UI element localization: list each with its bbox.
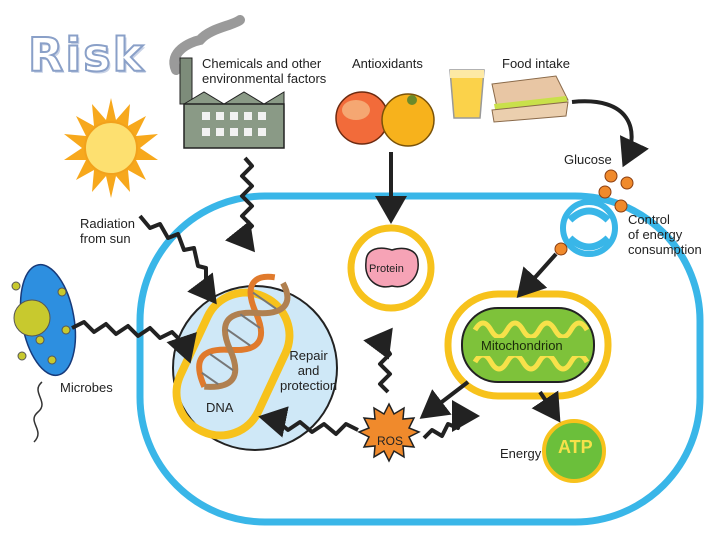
label-dna: DNA: [206, 400, 234, 415]
label-repair: Repair and protection: [280, 348, 338, 393]
label-radiation: Radiation from sun: [80, 216, 135, 246]
label-protein: Protein: [369, 263, 404, 275]
label-control: Control of energy consumption: [628, 212, 702, 257]
arrow-chemicals-to-nucleus: [225, 156, 255, 253]
label-atp: ATP: [558, 437, 593, 457]
arrow-ros-to-protein: [363, 327, 393, 394]
label-ros: ROS: [377, 434, 404, 448]
label-energy: Energy: [500, 446, 542, 461]
page-title: Risk: [27, 27, 146, 83]
factory-icon: [169, 15, 285, 149]
dna-helix-icon: [196, 273, 291, 390]
arrow-food-to-glucose: [571, 99, 649, 168]
atp-circle: [542, 419, 606, 483]
label-antioxidants: Antioxidants: [352, 56, 423, 71]
protein-vesicle: [347, 224, 435, 312]
arrow-radiation-to-nucleus: [138, 214, 217, 305]
label-microbes: Microbes: [60, 380, 113, 395]
sun-icon: [64, 98, 158, 198]
cell-membrane: [136, 192, 704, 526]
glucose-molecules: [554, 169, 634, 256]
fruit-icon: [335, 91, 435, 147]
label-food-intake: Food intake: [502, 56, 570, 71]
label-mitochondrion: Mitochondrion: [481, 338, 563, 353]
food-icon: [449, 69, 569, 123]
label-glucose: Glucose: [564, 152, 612, 167]
arrow-ros-to-nucleus: [258, 406, 359, 438]
arrow-ros-to-mito: [422, 400, 480, 440]
glucose-channel: [560, 199, 618, 257]
label-chemicals: Chemicals and other environmental factor…: [202, 56, 327, 86]
microbe-icon: [11, 263, 77, 443]
arrow-mito-to-ros: [419, 380, 470, 419]
arrow-channel-to-mito: [516, 252, 558, 298]
mitochondrion: [444, 290, 612, 400]
ros-burst: [357, 402, 421, 463]
arrow-mito-to-atp: [531, 390, 561, 423]
arrow-microbes-to-nucleus: [71, 320, 197, 364]
